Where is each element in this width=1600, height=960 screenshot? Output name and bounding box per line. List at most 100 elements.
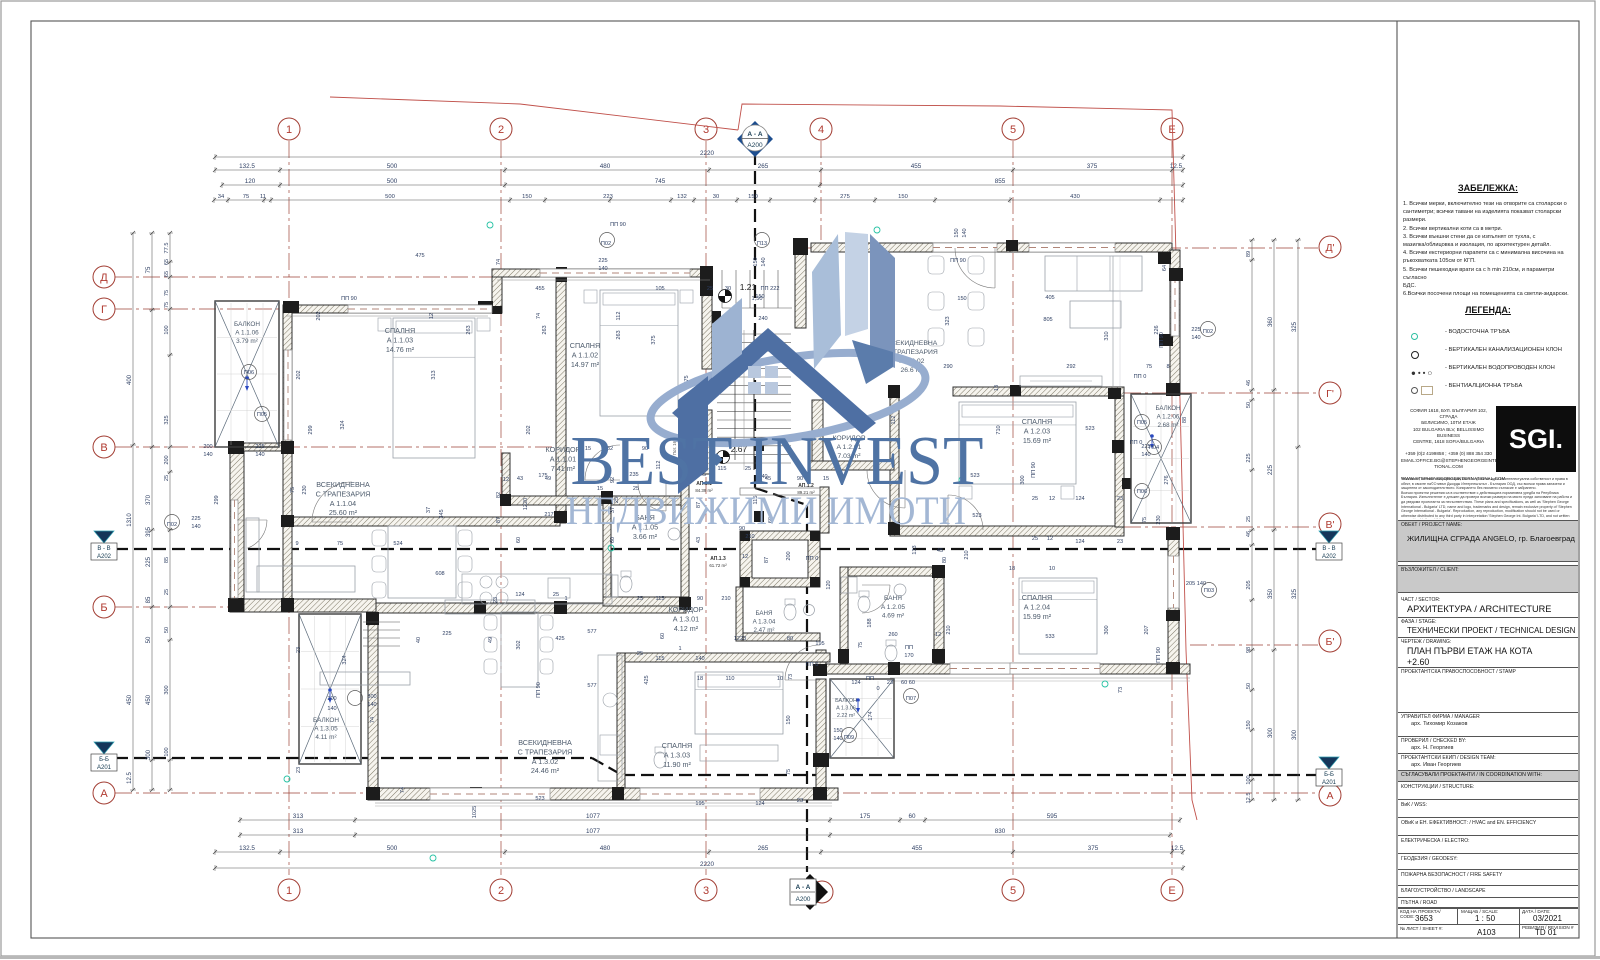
svg-text:A 1.2.05: A 1.2.05: [881, 604, 906, 611]
svg-text:300: 300: [1020, 475, 1026, 484]
svg-text:ПП: ПП: [905, 645, 913, 651]
svg-text:324: 324: [340, 420, 346, 429]
svg-text:12: 12: [503, 477, 509, 483]
svg-text:150: 150: [957, 296, 966, 302]
svg-text:Г: Г: [101, 304, 107, 316]
svg-text:15: 15: [823, 476, 829, 482]
svg-text:313: 313: [293, 828, 304, 835]
svg-text:124: 124: [1075, 496, 1084, 502]
svg-text:А201: А201: [1322, 780, 1337, 786]
svg-text:73: 73: [1118, 687, 1124, 693]
svg-text:105: 105: [655, 286, 664, 292]
svg-text:А: А: [1326, 790, 1333, 802]
svg-text:A 1.2.03: A 1.2.03: [1024, 426, 1050, 435]
svg-text:523: 523: [972, 513, 981, 519]
svg-text:ПП 0: ПП 0: [1134, 374, 1147, 380]
svg-text:217: 217: [544, 512, 553, 518]
svg-text:140: 140: [367, 702, 376, 708]
svg-text:24.46 m²: 24.46 m²: [531, 766, 560, 775]
svg-text:ПП 90: ПП 90: [1159, 332, 1165, 348]
svg-text:С ТРАПЕЗАРИЯ: С ТРАПЕЗАРИЯ: [316, 489, 371, 498]
svg-text:310: 310: [1104, 331, 1110, 340]
svg-text:А - А: А - А: [796, 884, 811, 891]
svg-text:300: 300: [1292, 729, 1298, 740]
svg-text:115: 115: [656, 656, 665, 662]
svg-text:A 1.1.01: A 1.1.01: [550, 454, 576, 463]
svg-text:313: 313: [293, 813, 304, 820]
svg-text:2: 2: [498, 124, 504, 136]
svg-text:25: 25: [614, 497, 620, 503]
svg-text:8: 8: [1166, 364, 1169, 370]
svg-text:230: 230: [302, 485, 308, 494]
svg-text:1077: 1077: [586, 828, 601, 835]
svg-text:140: 140: [203, 452, 212, 458]
svg-text:608: 608: [435, 571, 444, 577]
svg-text:3.66 m²: 3.66 m²: [633, 532, 658, 541]
svg-text:89: 89: [1246, 251, 1252, 257]
svg-text:77.5: 77.5: [164, 243, 170, 254]
svg-text:14.97 m²: 14.97 m²: [571, 360, 600, 369]
svg-text:524: 524: [393, 541, 402, 547]
svg-text:1: 1: [286, 885, 292, 897]
svg-text:75: 75: [1146, 364, 1152, 370]
svg-text:НЕДВИЖИМИ ИМОТИ: НЕДВИЖИМИ ИМОТИ: [566, 488, 966, 533]
svg-text:КОРИДОР: КОРИДОР: [669, 605, 704, 614]
svg-text:235: 235: [629, 472, 638, 478]
svg-text:12.5: 12.5: [1171, 845, 1184, 852]
svg-text:СПАЛНЯ: СПАЛНЯ: [385, 326, 415, 335]
svg-text:480: 480: [600, 845, 611, 852]
svg-text:СПАЛНЯ: СПАЛНЯ: [1022, 593, 1052, 602]
svg-text:225: 225: [146, 556, 152, 567]
svg-text:200: 200: [786, 551, 792, 560]
svg-text:Г': Г': [1326, 388, 1334, 400]
svg-text:A 1.2.06: A 1.2.06: [1157, 413, 1180, 420]
svg-text:ПП: ПП: [866, 676, 874, 682]
svg-text:140: 140: [255, 452, 264, 458]
svg-text:61.72 m²: 61.72 m²: [709, 563, 727, 568]
svg-text:Б-Б: Б-Б: [1324, 772, 1334, 778]
svg-text:302: 302: [516, 640, 522, 649]
svg-text:23: 23: [296, 767, 302, 773]
svg-text:370: 370: [146, 494, 152, 505]
svg-text:170: 170: [904, 653, 913, 659]
svg-text:89.21 m²: 89.21 m²: [797, 490, 815, 495]
svg-text:140: 140: [761, 257, 767, 266]
svg-text:50: 50: [164, 627, 170, 633]
svg-text:ПП 90: ПП 90: [1156, 647, 1162, 663]
svg-text:15.99 m²: 15.99 m²: [1023, 612, 1052, 621]
svg-text:A 1.3.04: A 1.3.04: [753, 618, 776, 625]
svg-text:300: 300: [164, 685, 170, 694]
svg-text:2.67: 2.67: [731, 444, 748, 454]
svg-text:202: 202: [296, 370, 302, 379]
svg-text:75: 75: [858, 642, 864, 648]
svg-text:25: 25: [637, 651, 643, 657]
svg-text:БАЛКОН: БАЛКОН: [234, 321, 260, 328]
svg-text:1025: 1025: [472, 806, 478, 818]
svg-text:150: 150: [748, 194, 758, 200]
svg-text:46: 46: [1246, 380, 1252, 386]
svg-text:КОРИДОР: КОРИДОР: [832, 435, 865, 442]
svg-text:133: 133: [912, 545, 918, 554]
svg-text:80: 80: [942, 557, 948, 563]
svg-text:60: 60: [660, 633, 666, 639]
svg-text:A 1.1.06: A 1.1.06: [235, 330, 259, 337]
svg-text:АП.1.1: АП.1.1: [696, 481, 712, 487]
svg-text:П06: П06: [244, 370, 254, 376]
svg-text:45: 45: [700, 472, 706, 478]
svg-text:А201: А201: [97, 765, 112, 771]
svg-text:A 1.1.04: A 1.1.04: [330, 499, 356, 508]
svg-text:2220: 2220: [700, 150, 715, 157]
svg-text:325: 325: [164, 415, 170, 424]
svg-text:П05: П05: [1137, 420, 1147, 426]
svg-text:7.03 m²: 7.03 m²: [837, 453, 861, 460]
svg-text:75: 75: [164, 302, 170, 308]
svg-text:75: 75: [243, 194, 249, 200]
svg-text:455: 455: [911, 163, 922, 170]
svg-text:375: 375: [1087, 163, 1098, 170]
svg-text:577: 577: [587, 683, 596, 689]
svg-text:115: 115: [656, 596, 665, 602]
svg-text:500: 500: [387, 845, 398, 852]
svg-text:49: 49: [545, 476, 551, 482]
svg-text:124: 124: [515, 592, 524, 598]
svg-text:300: 300: [327, 696, 336, 702]
